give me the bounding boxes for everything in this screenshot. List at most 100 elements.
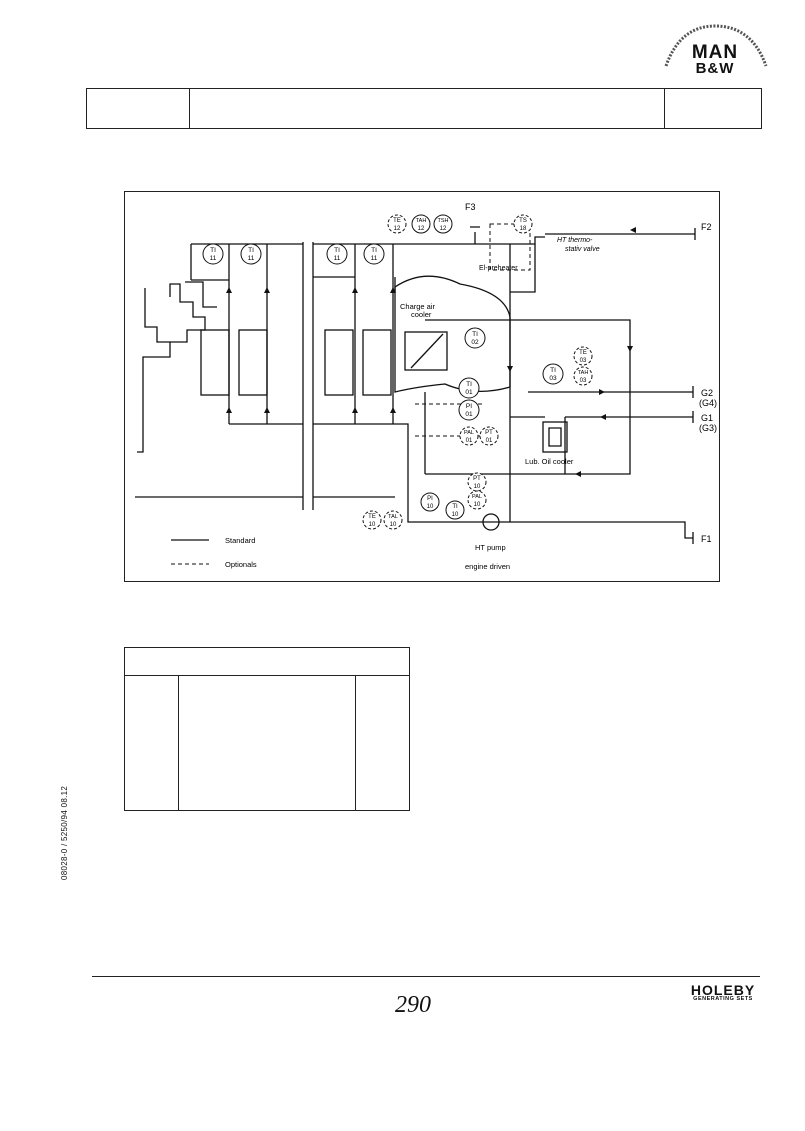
- instrument-tah03: TAH 03: [573, 366, 593, 386]
- instrument-tsh12: TSH 12: [433, 214, 453, 234]
- lower-table-header-rule: [125, 675, 409, 676]
- svg-text:03: 03: [549, 375, 557, 382]
- svg-text:TSH: TSH: [438, 218, 449, 224]
- page-number: 290: [395, 992, 431, 1018]
- conn-f2: F2: [701, 222, 712, 232]
- svg-text:TI: TI: [371, 247, 377, 254]
- instrument-pi10: PI 10: [420, 492, 440, 512]
- label-ht-pump-2: engine driven: [465, 562, 510, 571]
- svg-text:10: 10: [474, 484, 481, 490]
- svg-text:12: 12: [418, 226, 425, 232]
- svg-text:10: 10: [390, 522, 397, 528]
- instrument-ti10: TI 10: [445, 500, 465, 520]
- label-charge-air-1: Charge air: [400, 302, 436, 311]
- holeby-logo-line-1: HOLEBY: [690, 982, 756, 998]
- svg-text:TS: TS: [519, 218, 527, 224]
- svg-text:TI: TI: [334, 247, 340, 254]
- conn-g3: (G3): [699, 423, 717, 433]
- svg-text:11: 11: [371, 255, 378, 262]
- lower-table-col-2: [355, 675, 356, 810]
- svg-text:TE: TE: [368, 514, 376, 520]
- svg-text:02: 02: [471, 339, 479, 346]
- label-ht-pump-1: HT pump: [475, 543, 506, 552]
- label-ht-thermostat-1: HT thermo-: [557, 237, 593, 244]
- header-title-block: [86, 88, 762, 129]
- conn-g1: G1: [701, 413, 713, 423]
- svg-text:12: 12: [394, 226, 401, 232]
- svg-text:18: 18: [520, 226, 527, 232]
- diagram-drawing: TI 11 TI 11 TI 11 TI 11 TE 12 TAH 12 TSH…: [135, 202, 717, 571]
- svg-text:10: 10: [474, 502, 481, 508]
- instrument-ti11-c: TI 11: [326, 243, 348, 265]
- instrument-tah12: TAH 12: [411, 214, 431, 234]
- instrument-te03: TE 03: [573, 346, 593, 366]
- svg-text:01: 01: [465, 411, 473, 418]
- holeby-logo-line-2: GENERATING SETS: [693, 996, 753, 1002]
- instrument-pal01: PAL 01: [459, 426, 479, 446]
- header-cell-middle: [190, 89, 665, 128]
- instrument-ti11-d: TI 11: [363, 243, 385, 265]
- instrument-pi01: PI 01: [458, 399, 480, 421]
- footer-rule: [92, 976, 760, 977]
- svg-text:10: 10: [369, 522, 376, 528]
- label-charge-air-2: cooler: [411, 310, 432, 319]
- svg-text:TI: TI: [550, 367, 556, 374]
- logo-line-2: B&W: [695, 60, 735, 77]
- logo-line-1: MAN: [691, 42, 739, 63]
- instrument-ti02: TI 02: [464, 327, 486, 349]
- instrument-ts18: TS 18: [513, 214, 533, 234]
- instrument-pt10: PT 10: [467, 472, 487, 492]
- instrument-te10: TE 10: [362, 510, 382, 530]
- svg-text:TE: TE: [579, 350, 587, 356]
- svg-text:TI: TI: [472, 331, 478, 338]
- svg-text:PT: PT: [473, 476, 481, 482]
- instrument-ti03: TI 03: [542, 363, 564, 385]
- svg-text:PAL: PAL: [464, 430, 474, 436]
- instrument-ti11-a: TI 11: [202, 243, 224, 265]
- svg-text:01: 01: [486, 438, 493, 444]
- svg-text:PAL: PAL: [472, 494, 482, 500]
- svg-text:01: 01: [466, 438, 473, 444]
- svg-text:TI: TI: [466, 381, 472, 388]
- label-el-preheater: El-preheater: [479, 265, 518, 272]
- svg-text:PI: PI: [466, 403, 472, 410]
- logo-arc-icon: [664, 24, 768, 67]
- svg-text:11: 11: [248, 255, 255, 262]
- instrument-ti01: TI 01: [458, 377, 480, 399]
- conn-g2: G2: [701, 388, 713, 398]
- conn-g4: (G4): [699, 398, 717, 408]
- legend-optionals: Optionals: [225, 560, 257, 569]
- svg-text:01: 01: [465, 389, 473, 396]
- svg-text:PI: PI: [427, 496, 433, 502]
- svg-text:10: 10: [427, 504, 434, 510]
- cooling-water-diagram: TI 11 TI 11 TI 11 TI 11 TE 12 TAH 12 TSH…: [124, 191, 720, 582]
- svg-text:TE: TE: [393, 218, 401, 224]
- svg-text:12: 12: [440, 226, 447, 232]
- svg-text:11: 11: [334, 255, 341, 262]
- instrument-pt01: PT 01: [479, 426, 499, 446]
- label-ht-thermostat-2: stativ valve: [565, 246, 600, 253]
- svg-text:TAH: TAH: [416, 218, 427, 224]
- instrument-tal10: TAL 10: [383, 510, 403, 530]
- header-cell-left: [87, 89, 190, 128]
- conn-f1: F1: [701, 534, 712, 544]
- document-code: 08028-0 / 5250/94 08.12: [60, 785, 69, 880]
- instrument-ti11-b: TI 11: [240, 243, 262, 265]
- instrument-pal10: PAL 10: [467, 490, 487, 510]
- instrument-te12: TE 12: [387, 214, 407, 234]
- svg-text:TI: TI: [452, 504, 458, 510]
- svg-text:TAL: TAL: [388, 514, 398, 520]
- label-lub-oil-cooler: Lub. Oil cooler: [525, 457, 574, 466]
- conn-f3: F3: [465, 202, 476, 212]
- svg-text:TI: TI: [210, 247, 216, 254]
- lower-table: [124, 647, 410, 811]
- svg-text:TAH: TAH: [578, 370, 589, 376]
- svg-text:TI: TI: [248, 247, 254, 254]
- svg-text:10: 10: [452, 512, 459, 518]
- svg-text:11: 11: [210, 255, 217, 262]
- lower-table-col-1: [178, 675, 179, 810]
- man-bw-logo: MAN B&W: [660, 22, 770, 82]
- legend-standard: Standard: [225, 536, 255, 545]
- svg-text:03: 03: [580, 358, 587, 364]
- svg-text:PT: PT: [485, 430, 493, 436]
